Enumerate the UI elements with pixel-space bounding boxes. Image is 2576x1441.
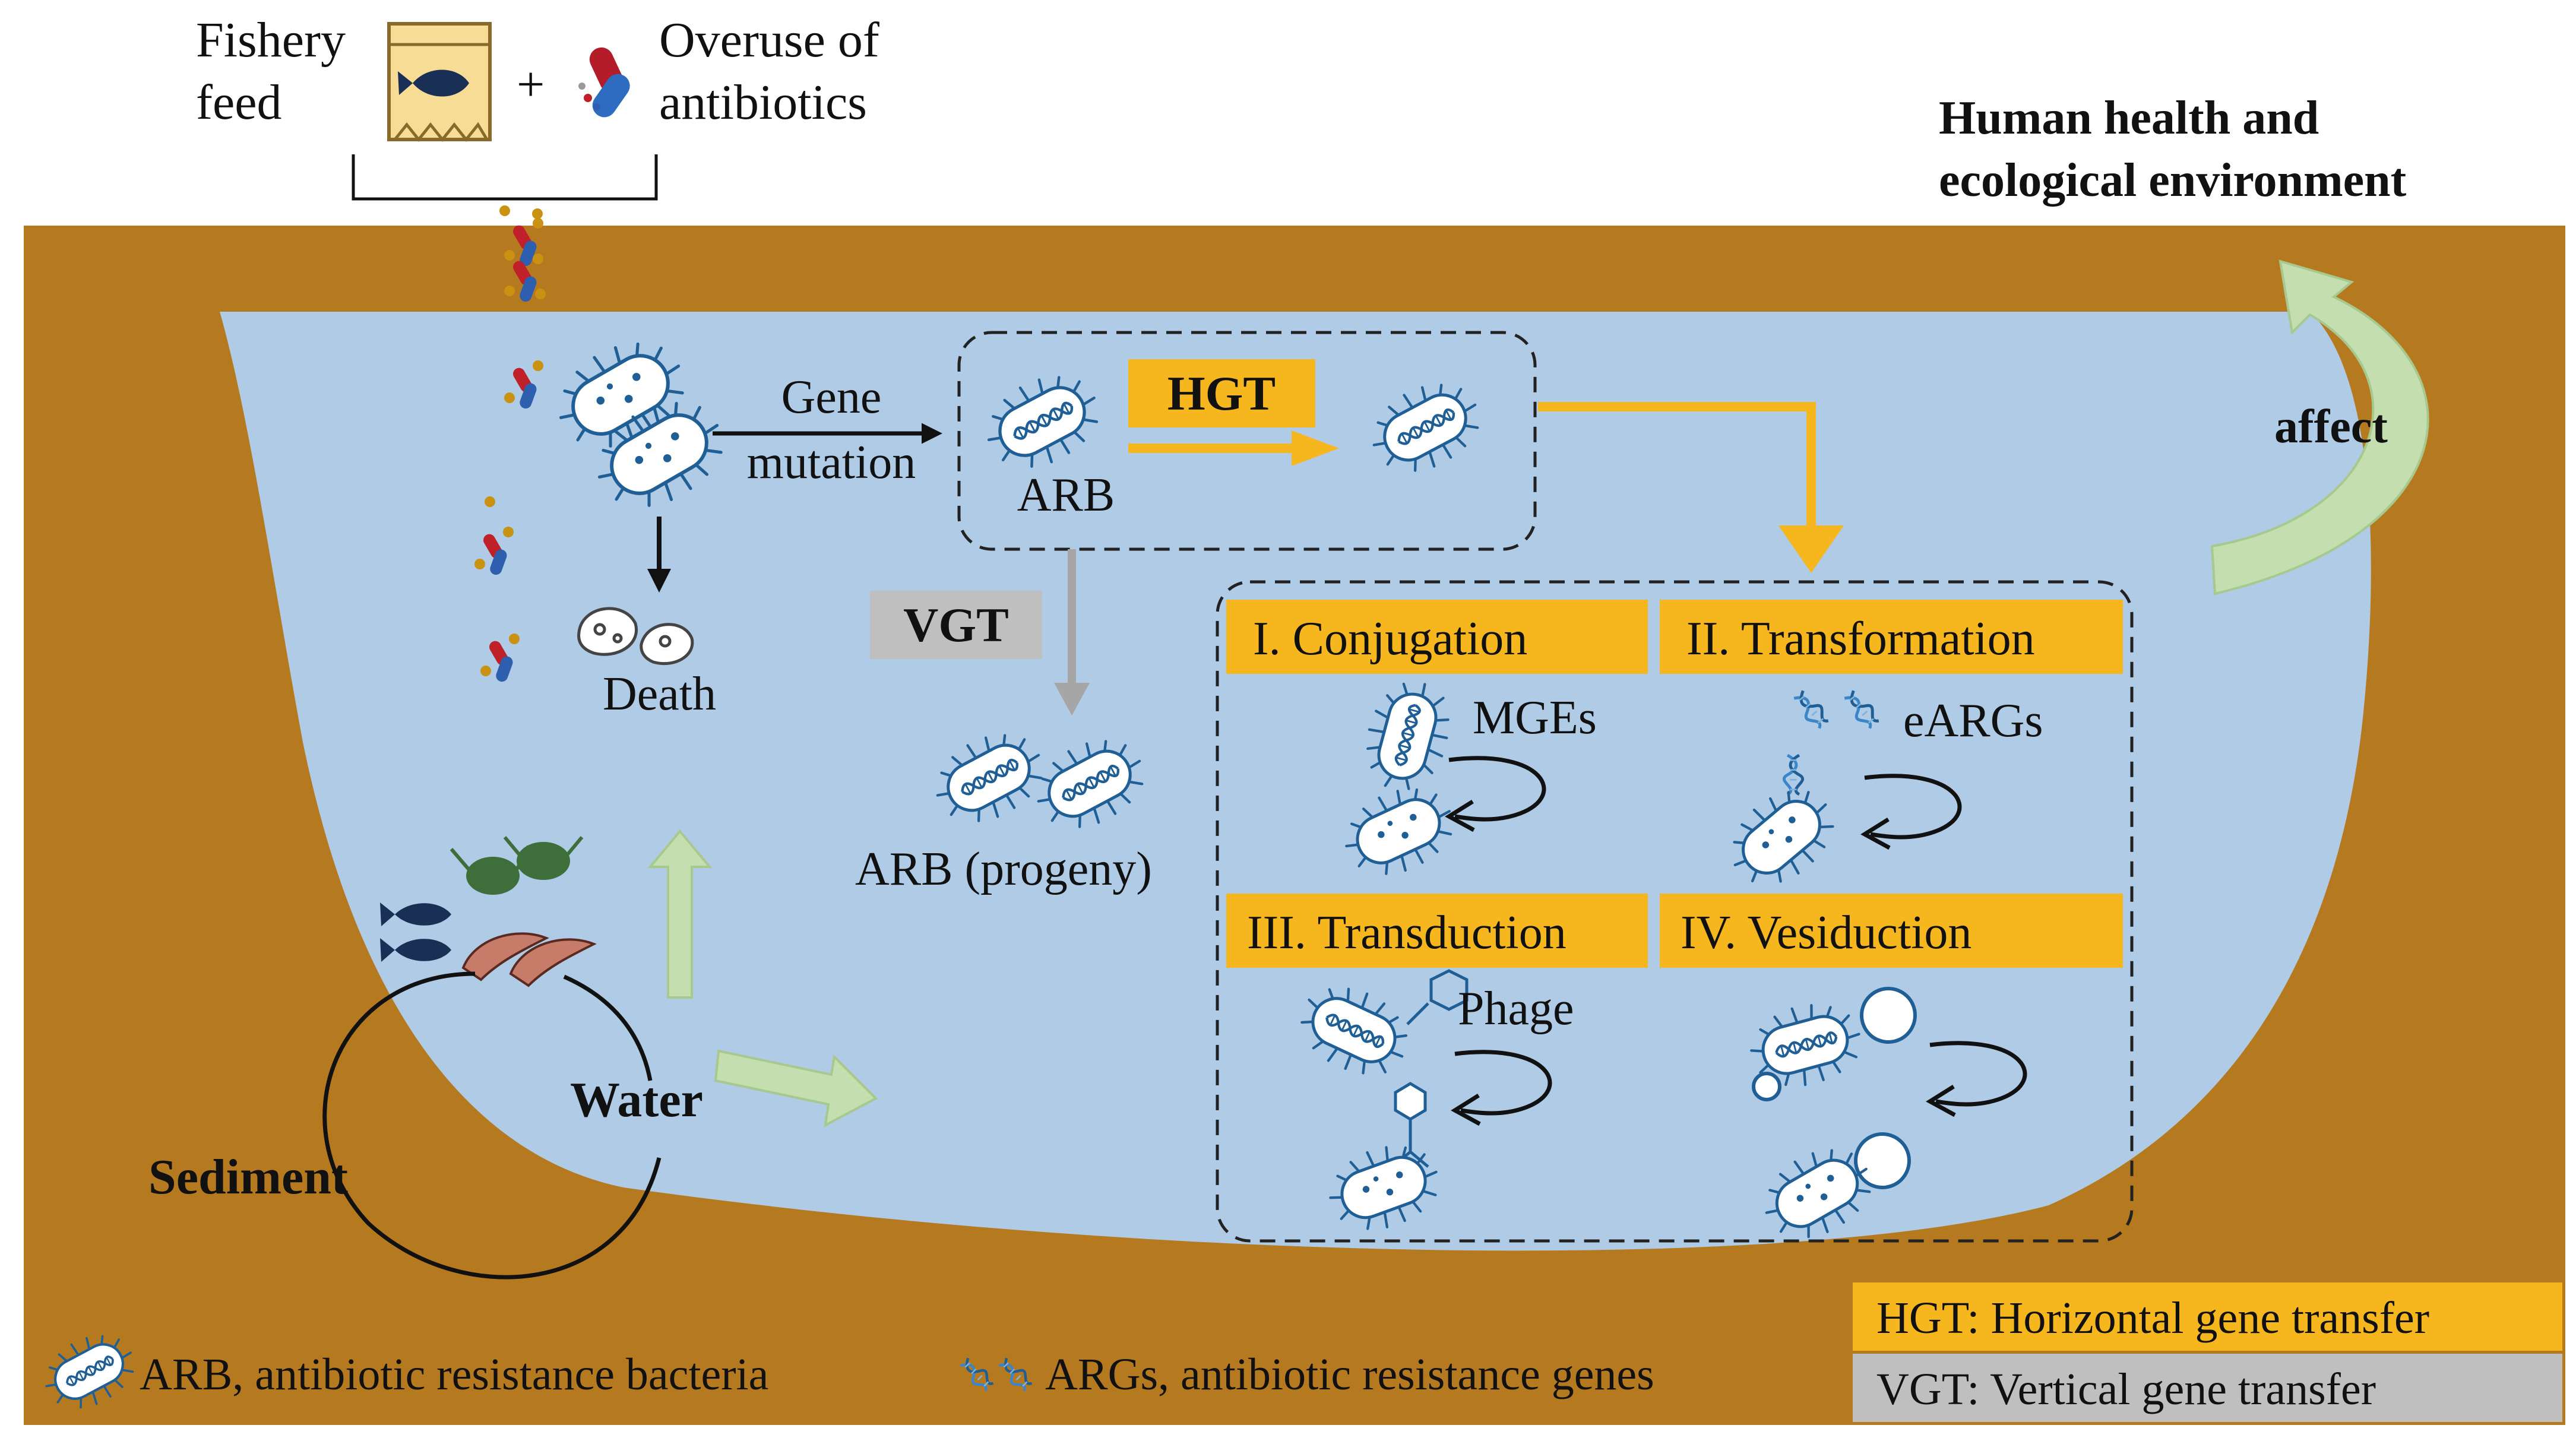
vesiduction-tag: [1660, 894, 2123, 968]
water-label: Water: [570, 1072, 703, 1128]
sediment-label: Sediment: [148, 1149, 348, 1205]
legend-vgt-label: VGT: Vertical gene transfer: [1876, 1364, 2376, 1414]
vesicle-icon: [1752, 987, 1917, 1189]
vgt-tag-label: VGT: [903, 598, 1009, 652]
hgt-inner-arrow: [1128, 430, 1339, 466]
legend-vgt-box: [1853, 1354, 2562, 1422]
hgt-flow-arrow: [1538, 402, 1844, 573]
vgt-flow-arrow: [1054, 549, 1090, 715]
overuse-antibiotics-label: Overuse of antibiotics: [659, 12, 879, 130]
gene-mutation-label: Gene mutation: [747, 371, 916, 489]
svg-text:antibiotics: antibiotics: [659, 75, 867, 130]
fishery-feed-label: Fishery feed: [196, 12, 346, 130]
impact-title: Human health and ecological environment: [1939, 92, 2407, 207]
death-label: Death: [603, 668, 716, 720]
arb-progeny-label: ARB (progeny): [855, 843, 1152, 895]
phage-label: Phage: [1458, 983, 1574, 1035]
svg-text:feed: feed: [196, 75, 282, 130]
eargs-label: eARGs: [1903, 695, 2043, 747]
vgt-tag-box: [870, 591, 1042, 659]
sediment-water-cycle: [322, 971, 662, 1280]
svg-text:Fishery: Fishery: [196, 12, 346, 68]
antibiotic-pills-icon: [578, 47, 630, 118]
aquatic-animals-icon: [380, 836, 597, 987]
conjugation-label: I. Conjugation: [1253, 613, 1527, 665]
conjugation-tag: [1226, 600, 1648, 674]
legend-hgt-box: [1853, 1282, 2562, 1351]
arb-dashed-box: [957, 331, 1537, 551]
vesiduction-label: IV. Vesiduction: [1681, 907, 1971, 959]
green-right-arrow: [714, 1049, 878, 1128]
svg-text:Overuse of: Overuse of: [659, 12, 879, 68]
feed-bag-icon: [387, 22, 492, 142]
hgt-mechanisms-box: [1216, 580, 2134, 1243]
arb-label: ARB: [1017, 469, 1115, 521]
plus-sign: +: [517, 57, 545, 112]
hgt-tag-box: [1128, 359, 1315, 427]
affect-label: affect: [2274, 401, 2388, 453]
hgt-tag-label: HGT: [1167, 366, 1276, 420]
svg-text:Gene: Gene: [781, 371, 882, 423]
svg-text:mutation: mutation: [747, 436, 916, 489]
falling-antibiotic-particles: [474, 205, 546, 683]
phage-icon: [1406, 969, 1469, 1025]
mges-label: MGEs: [1473, 692, 1597, 744]
dead-bacteria-icon: [577, 607, 694, 666]
svg-text:Human health and: Human health and: [1939, 92, 2319, 144]
legend-args-label: ARGs, antibiotic resistance genes: [1045, 1350, 1654, 1399]
legend-arb-label: ARB, antibiotic resistance bacteria: [140, 1350, 768, 1399]
water-body: [220, 312, 2371, 1251]
affect-curved-arrow: [2210, 259, 2429, 596]
transformation-tag: [1660, 600, 2123, 674]
transduction-tag: [1226, 894, 1648, 968]
transformation-label: II. Transformation: [1686, 613, 2035, 665]
cycle-top-arc: [563, 974, 653, 1081]
svg-text:ecological environment: ecological environment: [1939, 154, 2407, 207]
legend-hgt-label: HGT: Horizontal gene transfer: [1876, 1293, 2429, 1343]
transduction-label: III. Transduction: [1247, 907, 1567, 959]
inputs-bracket: [352, 154, 658, 201]
green-up-arrow: [647, 829, 713, 999]
